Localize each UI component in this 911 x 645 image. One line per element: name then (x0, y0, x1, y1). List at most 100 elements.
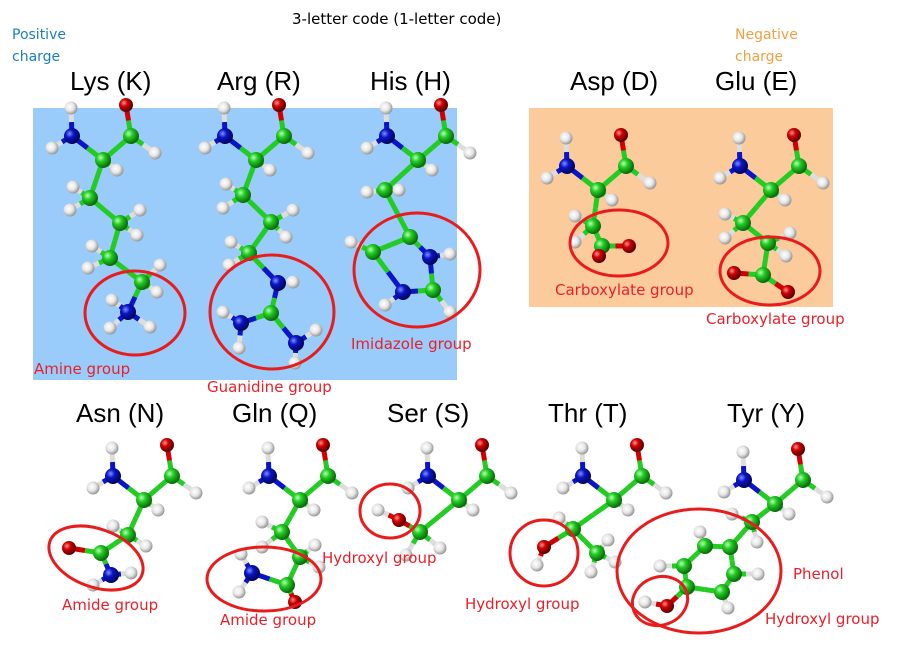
carbon-atom (134, 274, 150, 290)
hydrogen-atom (568, 209, 582, 223)
hydrogen-atom (219, 177, 233, 191)
hydrogen-atom (86, 481, 100, 495)
hydrogen-atom (345, 486, 359, 500)
hydrogen-atom (130, 228, 144, 242)
hydroxyl-group-highlight-thr (508, 518, 580, 588)
carbon-atom (585, 218, 601, 234)
carbon-atom (164, 468, 180, 484)
hydrogen-atom (124, 566, 138, 580)
hydrogen-atom (621, 503, 635, 517)
hydrogen-atom (344, 235, 358, 249)
carbon-atom (679, 579, 695, 595)
carbon-atom (714, 584, 730, 600)
carbon-atom (565, 521, 581, 537)
hydrogen-atom (360, 141, 374, 155)
amino-acid-name-asn: Asn (N) (76, 398, 165, 428)
hydrogen-atom (81, 261, 95, 275)
carbon-atom (377, 182, 393, 198)
nitrogen-atom (217, 128, 233, 144)
oxygen-atom (660, 599, 674, 613)
hydrogen-atom (360, 185, 374, 199)
oxygen-atom (272, 98, 286, 112)
hydrogen-atom (717, 485, 731, 499)
hydrogen-atom (463, 146, 477, 160)
group-label-thr: Hydroxyl group (465, 595, 580, 613)
hydrogen-atom (224, 235, 238, 249)
amino-acid-name-gln: Gln (Q) (232, 398, 318, 428)
carbon-atom (410, 152, 426, 168)
carbon-atom (606, 492, 622, 508)
carbon-atom (589, 545, 605, 561)
hydrogen-atom (653, 559, 667, 573)
hydrogen-atom (216, 201, 230, 215)
group-label-glu: Carboxylate group (706, 310, 845, 328)
hydrogen-atom (308, 538, 322, 552)
hydrogen-atom (751, 567, 765, 581)
guanidine-group-highlight (208, 253, 336, 371)
carbon-atom (279, 577, 295, 593)
hydrogen-atom (504, 486, 518, 500)
amine-group-highlight (83, 269, 187, 357)
oxygen-atom (592, 249, 606, 263)
group-label-gln: Amide group (220, 611, 317, 629)
hydrogen-atom (232, 585, 246, 599)
carbon-atom (320, 468, 336, 484)
hydrogen-atom (420, 441, 434, 455)
carbon-atom (412, 524, 428, 540)
thr-molecule (530, 438, 673, 579)
nitrogen-atom (288, 335, 304, 351)
nitrogen-atom (559, 158, 575, 174)
carbon-atom (618, 158, 634, 174)
hydrogen-atom (443, 247, 457, 261)
carbon-atom (479, 468, 495, 484)
nitrogen-atom (422, 249, 438, 265)
hydrogen-atom (105, 293, 119, 307)
hydrogen-atom (556, 481, 570, 495)
carbon-atom (425, 282, 441, 298)
nitrogen-atom (395, 284, 411, 300)
hydrogen-atom (143, 320, 157, 334)
amino-acid-name-glu: Glu (E) (715, 66, 798, 96)
hydrogen-atom (820, 490, 834, 504)
amino-acid-name-thr: Thr (T) (548, 398, 628, 428)
group-label-asn: Amide group (62, 596, 159, 614)
ser-molecule (371, 438, 518, 562)
carbon-atom (235, 187, 251, 203)
carbon-atom (795, 472, 811, 488)
carbon-atom (82, 190, 98, 206)
carbon-atom (248, 152, 264, 168)
hydrogen-atom (718, 231, 732, 245)
amide-group-highlight-gln (205, 545, 323, 613)
hydrogen-atom (85, 239, 99, 253)
hydrogen-atom (198, 141, 212, 155)
carbon-atom (438, 128, 454, 144)
group-label-tyr-phenol: Phenol (793, 565, 844, 583)
hydrogen-atom (778, 193, 792, 207)
glu-molecule (713, 128, 830, 299)
carbon-atom (276, 128, 292, 144)
carbon-atom (263, 305, 279, 321)
carbon-atom (755, 267, 771, 283)
hydrogen-atom (466, 503, 480, 517)
nitrogen-atom (270, 275, 286, 291)
carbon-atom (136, 492, 152, 508)
carbon-atom (726, 566, 742, 582)
hydrogen-atom (816, 176, 830, 190)
oxygen-atom (392, 513, 406, 527)
hydrogen-atom (782, 507, 796, 521)
amino-acid-name-his: His (H) (370, 66, 451, 96)
hydrogen-atom (750, 535, 764, 549)
group-label-his: Imidazole group (351, 335, 472, 353)
hydrogen-atom (605, 193, 619, 207)
hydrogen-atom (718, 207, 732, 221)
carbon-atom (590, 182, 606, 198)
hydroxyl-group-highlight-ser (358, 482, 422, 540)
oxygen-atom (622, 239, 636, 253)
his-molecule (344, 98, 477, 319)
oxygen-atom (727, 266, 741, 280)
hydrogen-atom (601, 533, 615, 547)
hydrogen-atom (736, 445, 750, 459)
carbon-atom (123, 128, 139, 144)
oxygen-atom (791, 442, 805, 456)
hydrogen-atom (286, 275, 300, 289)
